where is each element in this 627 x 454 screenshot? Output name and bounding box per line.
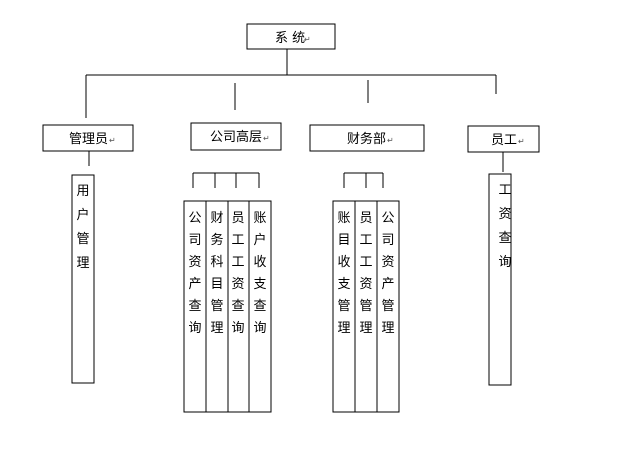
- child-node-char: 财: [210, 211, 223, 226]
- paragraph-mark: ↵: [304, 35, 311, 44]
- level1-node-exec: 公司高层 ↵: [190, 122, 282, 151]
- child-node-char: 账: [337, 211, 350, 226]
- child-node-admin-0: 用户管理: [71, 174, 95, 384]
- child-node-label: 用户管理: [76, 184, 89, 271]
- root-node: 系 统 ↵: [246, 23, 336, 50]
- child-node-char: 公: [381, 211, 394, 226]
- child-node-box: [488, 173, 512, 386]
- paragraph-mark: ↵: [109, 136, 116, 145]
- child-node-label: 公司资产查询: [188, 211, 201, 336]
- level1-node-finance: 财务部 ↵: [309, 124, 425, 152]
- finance-node-label: 财务部: [347, 131, 386, 147]
- child-node-exec-2: 员工工资查询: [227, 200, 250, 413]
- child-node-label: 员工工资管理: [359, 211, 372, 336]
- child-node-char: 收: [337, 255, 350, 270]
- child-node-char: 目: [210, 277, 223, 292]
- child-node-char: 支: [337, 277, 350, 292]
- child-node-char: 管: [381, 299, 394, 314]
- child-node-char: 询: [253, 321, 266, 336]
- child-node-char: 目: [337, 233, 350, 248]
- child-node-char: 司: [188, 233, 201, 248]
- exec-node-label: 公司高层: [210, 129, 262, 145]
- child-node-char: 管: [210, 299, 223, 314]
- child-node-char: 公: [188, 211, 201, 226]
- level1-node-staff: 员工 ↵: [467, 125, 540, 153]
- child-node-char: 理: [359, 321, 372, 336]
- admin-node-box: [42, 124, 134, 152]
- child-node-char: 询: [231, 321, 244, 336]
- child-node-finance-1: 员工工资管理: [354, 200, 378, 413]
- child-node-char: 支: [253, 277, 266, 292]
- child-node-finance-2: 公司资产管理: [376, 200, 400, 413]
- paragraph-mark: ↵: [263, 134, 270, 143]
- child-node-exec-0: 公司资产查询: [183, 200, 207, 413]
- child-node-char: 工: [359, 233, 372, 248]
- child-node-char: 查: [498, 231, 511, 246]
- child-node-char: 查: [253, 299, 266, 314]
- child-node-char: 理: [210, 321, 223, 336]
- child-node-staff-0: 工资查询: [488, 173, 512, 386]
- level1-node-admin: 管理员 ↵: [42, 124, 134, 152]
- child-node-char: 理: [76, 256, 89, 271]
- child-node-char: 管: [76, 232, 89, 247]
- connector-lines: [85, 48, 504, 188]
- finance-node-box: [309, 124, 425, 152]
- child-node-label: 员工工资查询: [231, 211, 244, 336]
- exec-node-box: [190, 122, 282, 151]
- child-node-char: 产: [381, 277, 394, 292]
- child-node-char: 资: [359, 277, 372, 292]
- paragraph-mark: ↵: [518, 137, 525, 146]
- child-node-char: 询: [188, 321, 201, 336]
- child-node-char: 工: [231, 255, 244, 270]
- child-node-box: [248, 200, 272, 413]
- staff-node-box: [467, 125, 540, 153]
- child-node-label: 账户收支查询: [253, 211, 266, 336]
- child-node-char: 工: [231, 233, 244, 248]
- child-node-char: 查: [231, 299, 244, 314]
- child-node-char: 户: [76, 207, 89, 223]
- child-node-label: 财务科目管理: [210, 211, 223, 336]
- child-node-char: 资: [498, 207, 511, 222]
- root-node-box: [246, 23, 336, 50]
- child-node-exec-3: 账户收支查询: [248, 200, 272, 413]
- child-node-char: 理: [381, 321, 394, 336]
- child-node-char: 收: [253, 255, 266, 270]
- child-node-char: 工: [498, 183, 511, 198]
- child-node-box: [376, 200, 400, 413]
- child-node-char: 查: [188, 299, 201, 314]
- child-node-char: 科: [210, 255, 223, 270]
- child-node-char: 产: [188, 277, 201, 292]
- child-node-label: 账目收支管理: [337, 211, 350, 336]
- child-node-char: 询: [498, 255, 511, 270]
- root-node-label: 系 统: [275, 31, 305, 46]
- paragraph-mark: ↵: [387, 136, 394, 145]
- child-node-char: 账: [253, 211, 266, 226]
- child-node-char: 司: [381, 233, 394, 248]
- child-node-char: 资: [188, 255, 201, 270]
- child-node-char: 管: [359, 299, 372, 314]
- child-node-char: 用: [76, 184, 89, 199]
- child-node-char: 户: [253, 232, 266, 248]
- child-node-exec-1: 财务科目管理: [205, 200, 229, 413]
- staff-node-label: 员工: [491, 133, 517, 148]
- child-node-label: 公司资产管理: [381, 211, 394, 336]
- child-node-char: 资: [231, 277, 244, 292]
- child-node-char: 管: [337, 299, 350, 314]
- child-node-char: 资: [381, 255, 394, 270]
- child-node-label: 工资查询: [498, 183, 511, 270]
- child-node-finance-0: 账目收支管理: [332, 200, 356, 413]
- child-node-box: [71, 174, 95, 384]
- admin-node-label: 管理员: [69, 132, 108, 147]
- child-node-char: 工: [359, 255, 372, 270]
- child-node-char: 务: [210, 232, 223, 248]
- child-node-char: 员: [231, 211, 244, 226]
- child-node-char: 员: [359, 211, 372, 226]
- child-node-char: 理: [337, 321, 350, 336]
